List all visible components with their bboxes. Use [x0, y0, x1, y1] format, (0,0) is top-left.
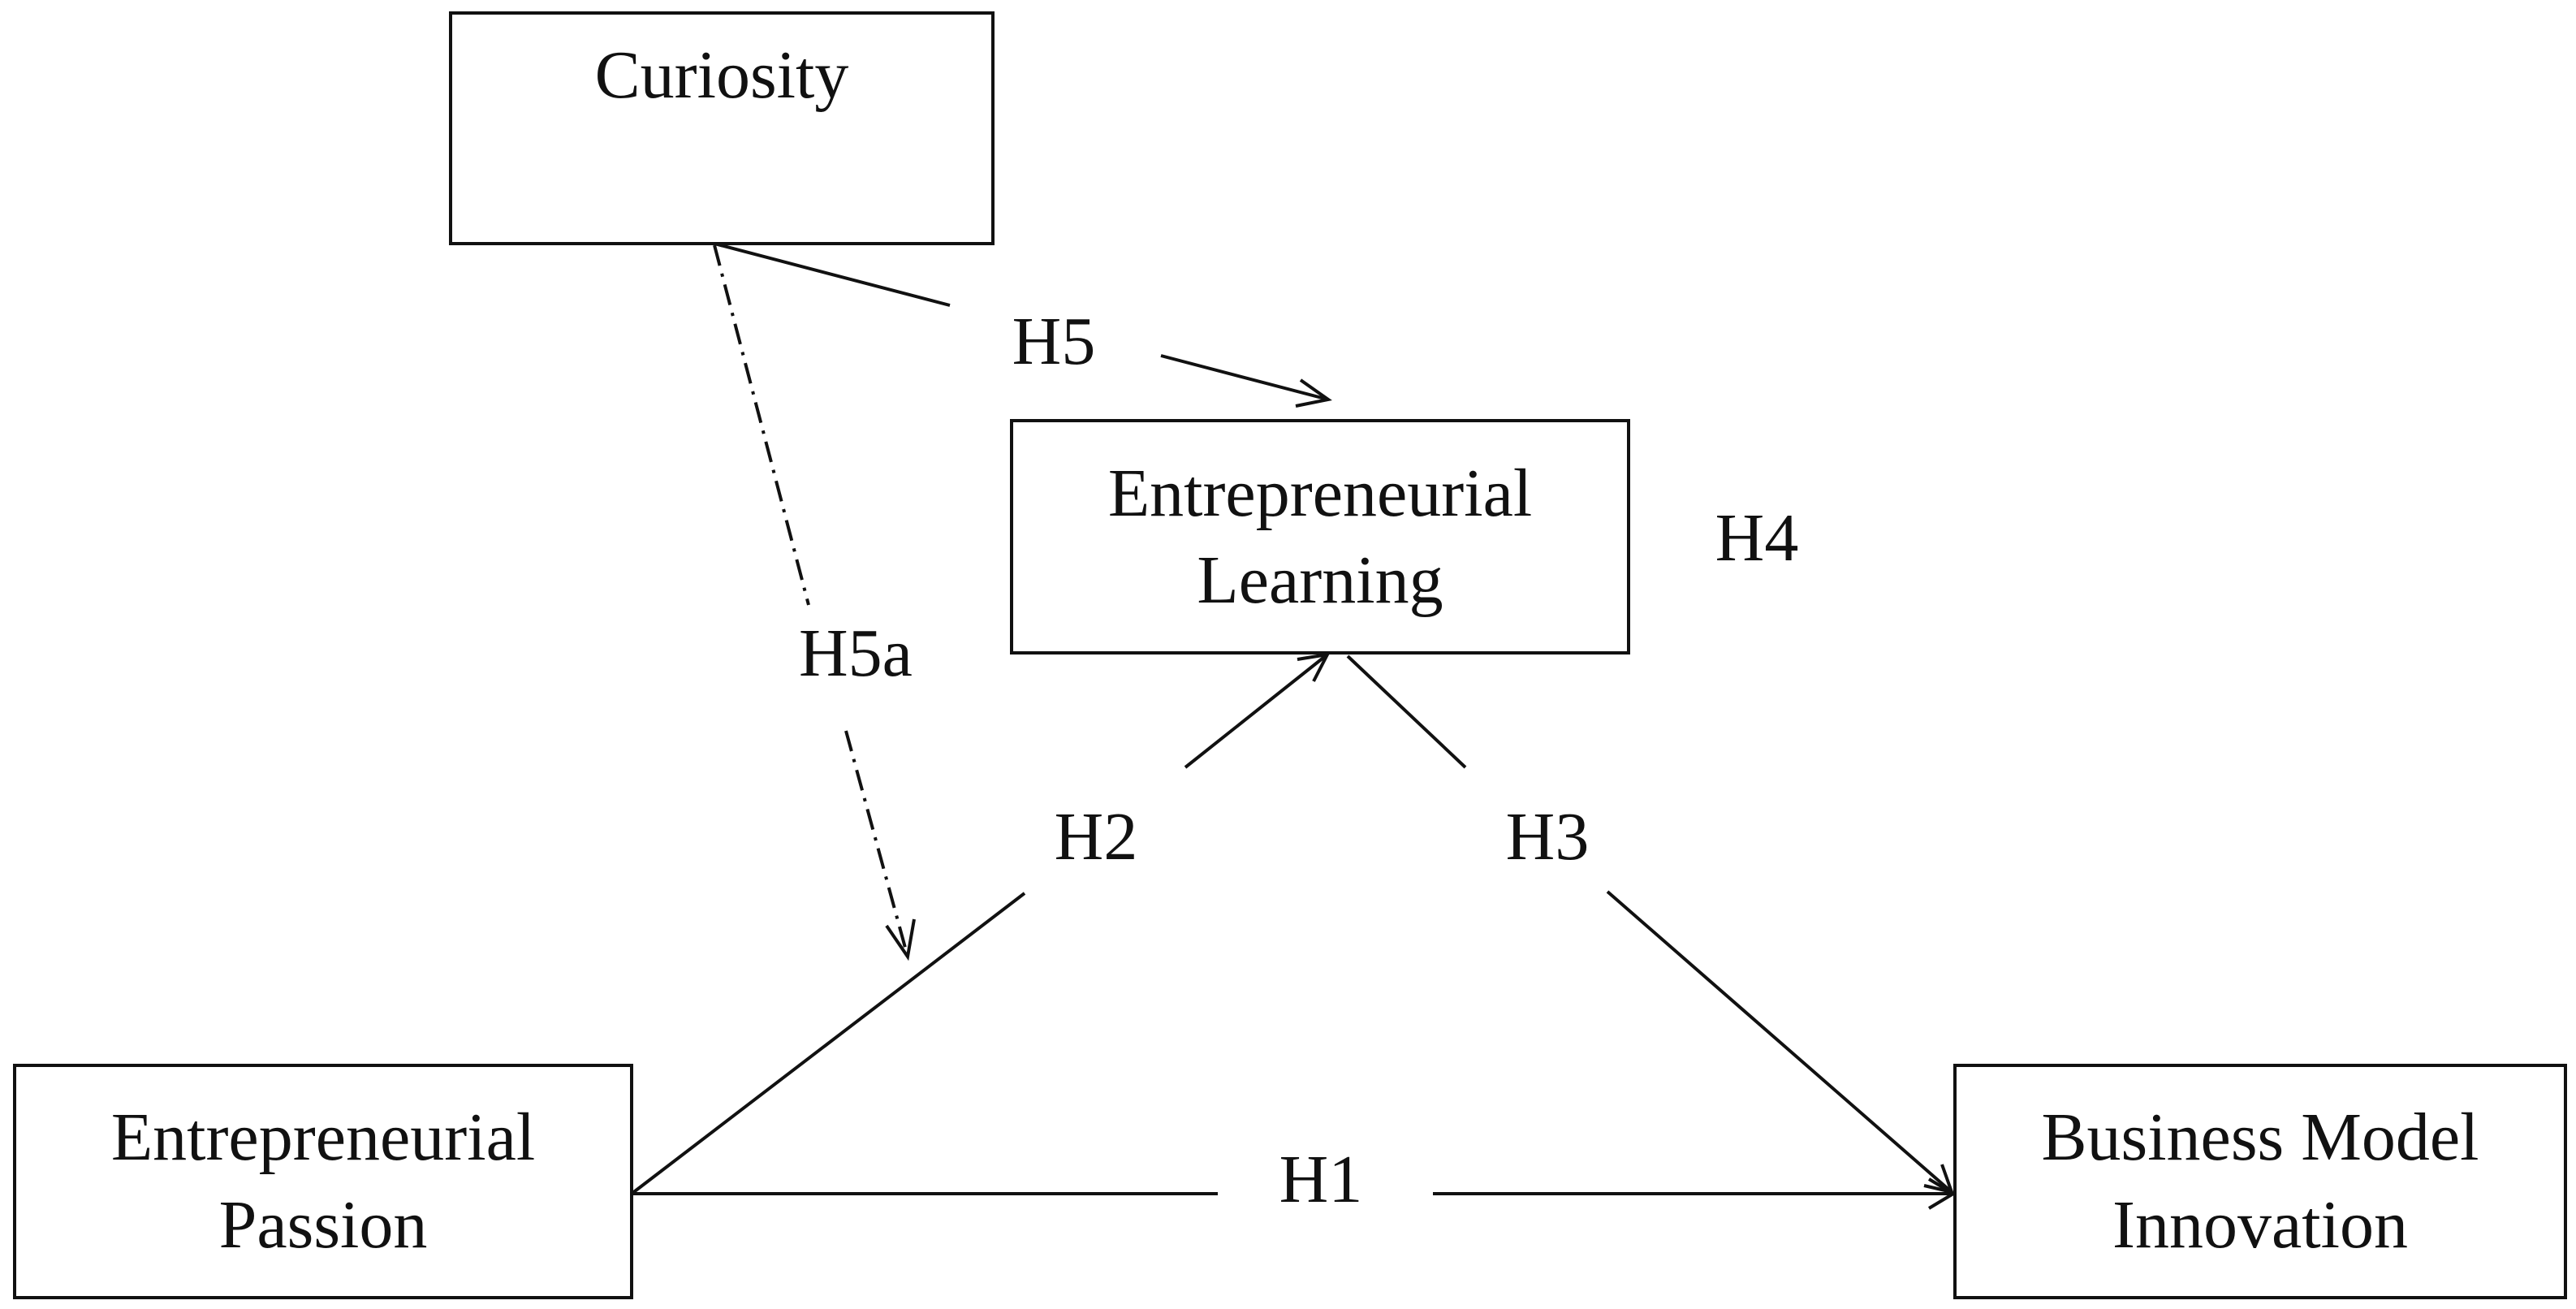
node-learning-label-line-2: Learning [1197, 542, 1443, 618]
edge-h5a [713, 244, 916, 961]
edge-h2 [630, 652, 1331, 1195]
edge-h5 [714, 242, 1332, 408]
edge-h5-label: H5 [1012, 304, 1096, 379]
node-entrepreneurial-learning: Entrepreneurial Learning [1010, 419, 1630, 654]
edge-h2-label: H2 [1055, 799, 1138, 875]
edge-h3-label: H3 [1506, 799, 1590, 875]
node-curiosity: Curiosity [449, 11, 995, 245]
node-learning-label-line-1: Entrepreneurial [1108, 456, 1532, 531]
node-innovation-label-line-2: Innovation [2112, 1187, 2408, 1263]
node-curiosity-label-line-1: Curiosity [595, 37, 849, 113]
edge-h4-label: H4 [1715, 500, 1799, 576]
edge-h3 [1346, 654, 1955, 1195]
edge-h5a-label: H5a [799, 616, 913, 691]
node-business-model-innovation: Business Model Innovation [1953, 1064, 2567, 1299]
node-passion-label-line-2: Passion [219, 1187, 428, 1263]
edge-h1-label: H1 [1279, 1142, 1363, 1217]
node-entrepreneurial-passion: Entrepreneurial Passion [13, 1064, 633, 1299]
node-innovation-label-line-1: Business Model [2041, 1099, 2479, 1175]
node-passion-label-line-1: Entrepreneurial [111, 1099, 535, 1175]
